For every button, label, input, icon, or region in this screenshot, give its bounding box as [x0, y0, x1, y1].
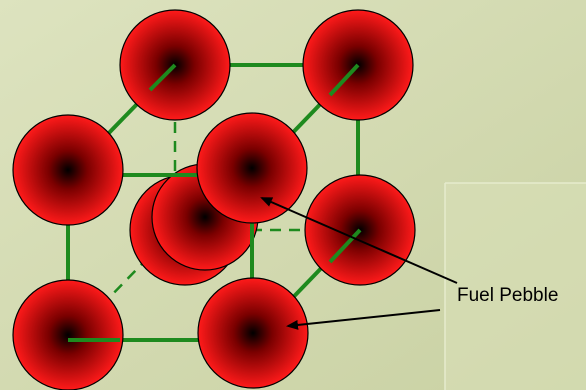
label-arrow: [260, 197, 458, 284]
visible-edge-segments: [68, 63, 362, 342]
cube-edge: [148, 63, 177, 92]
pebble: [197, 277, 309, 389]
cube-edge: [328, 228, 362, 264]
fuel-pebble-label: Fuel Pebble: [457, 285, 559, 306]
pebble: [196, 112, 308, 224]
label-arrow: [286, 309, 441, 330]
pebble: [12, 279, 124, 390]
pebble: [302, 9, 414, 121]
background-panel: [445, 183, 586, 390]
cube-edge: [328, 63, 360, 97]
pebble: [12, 114, 124, 226]
